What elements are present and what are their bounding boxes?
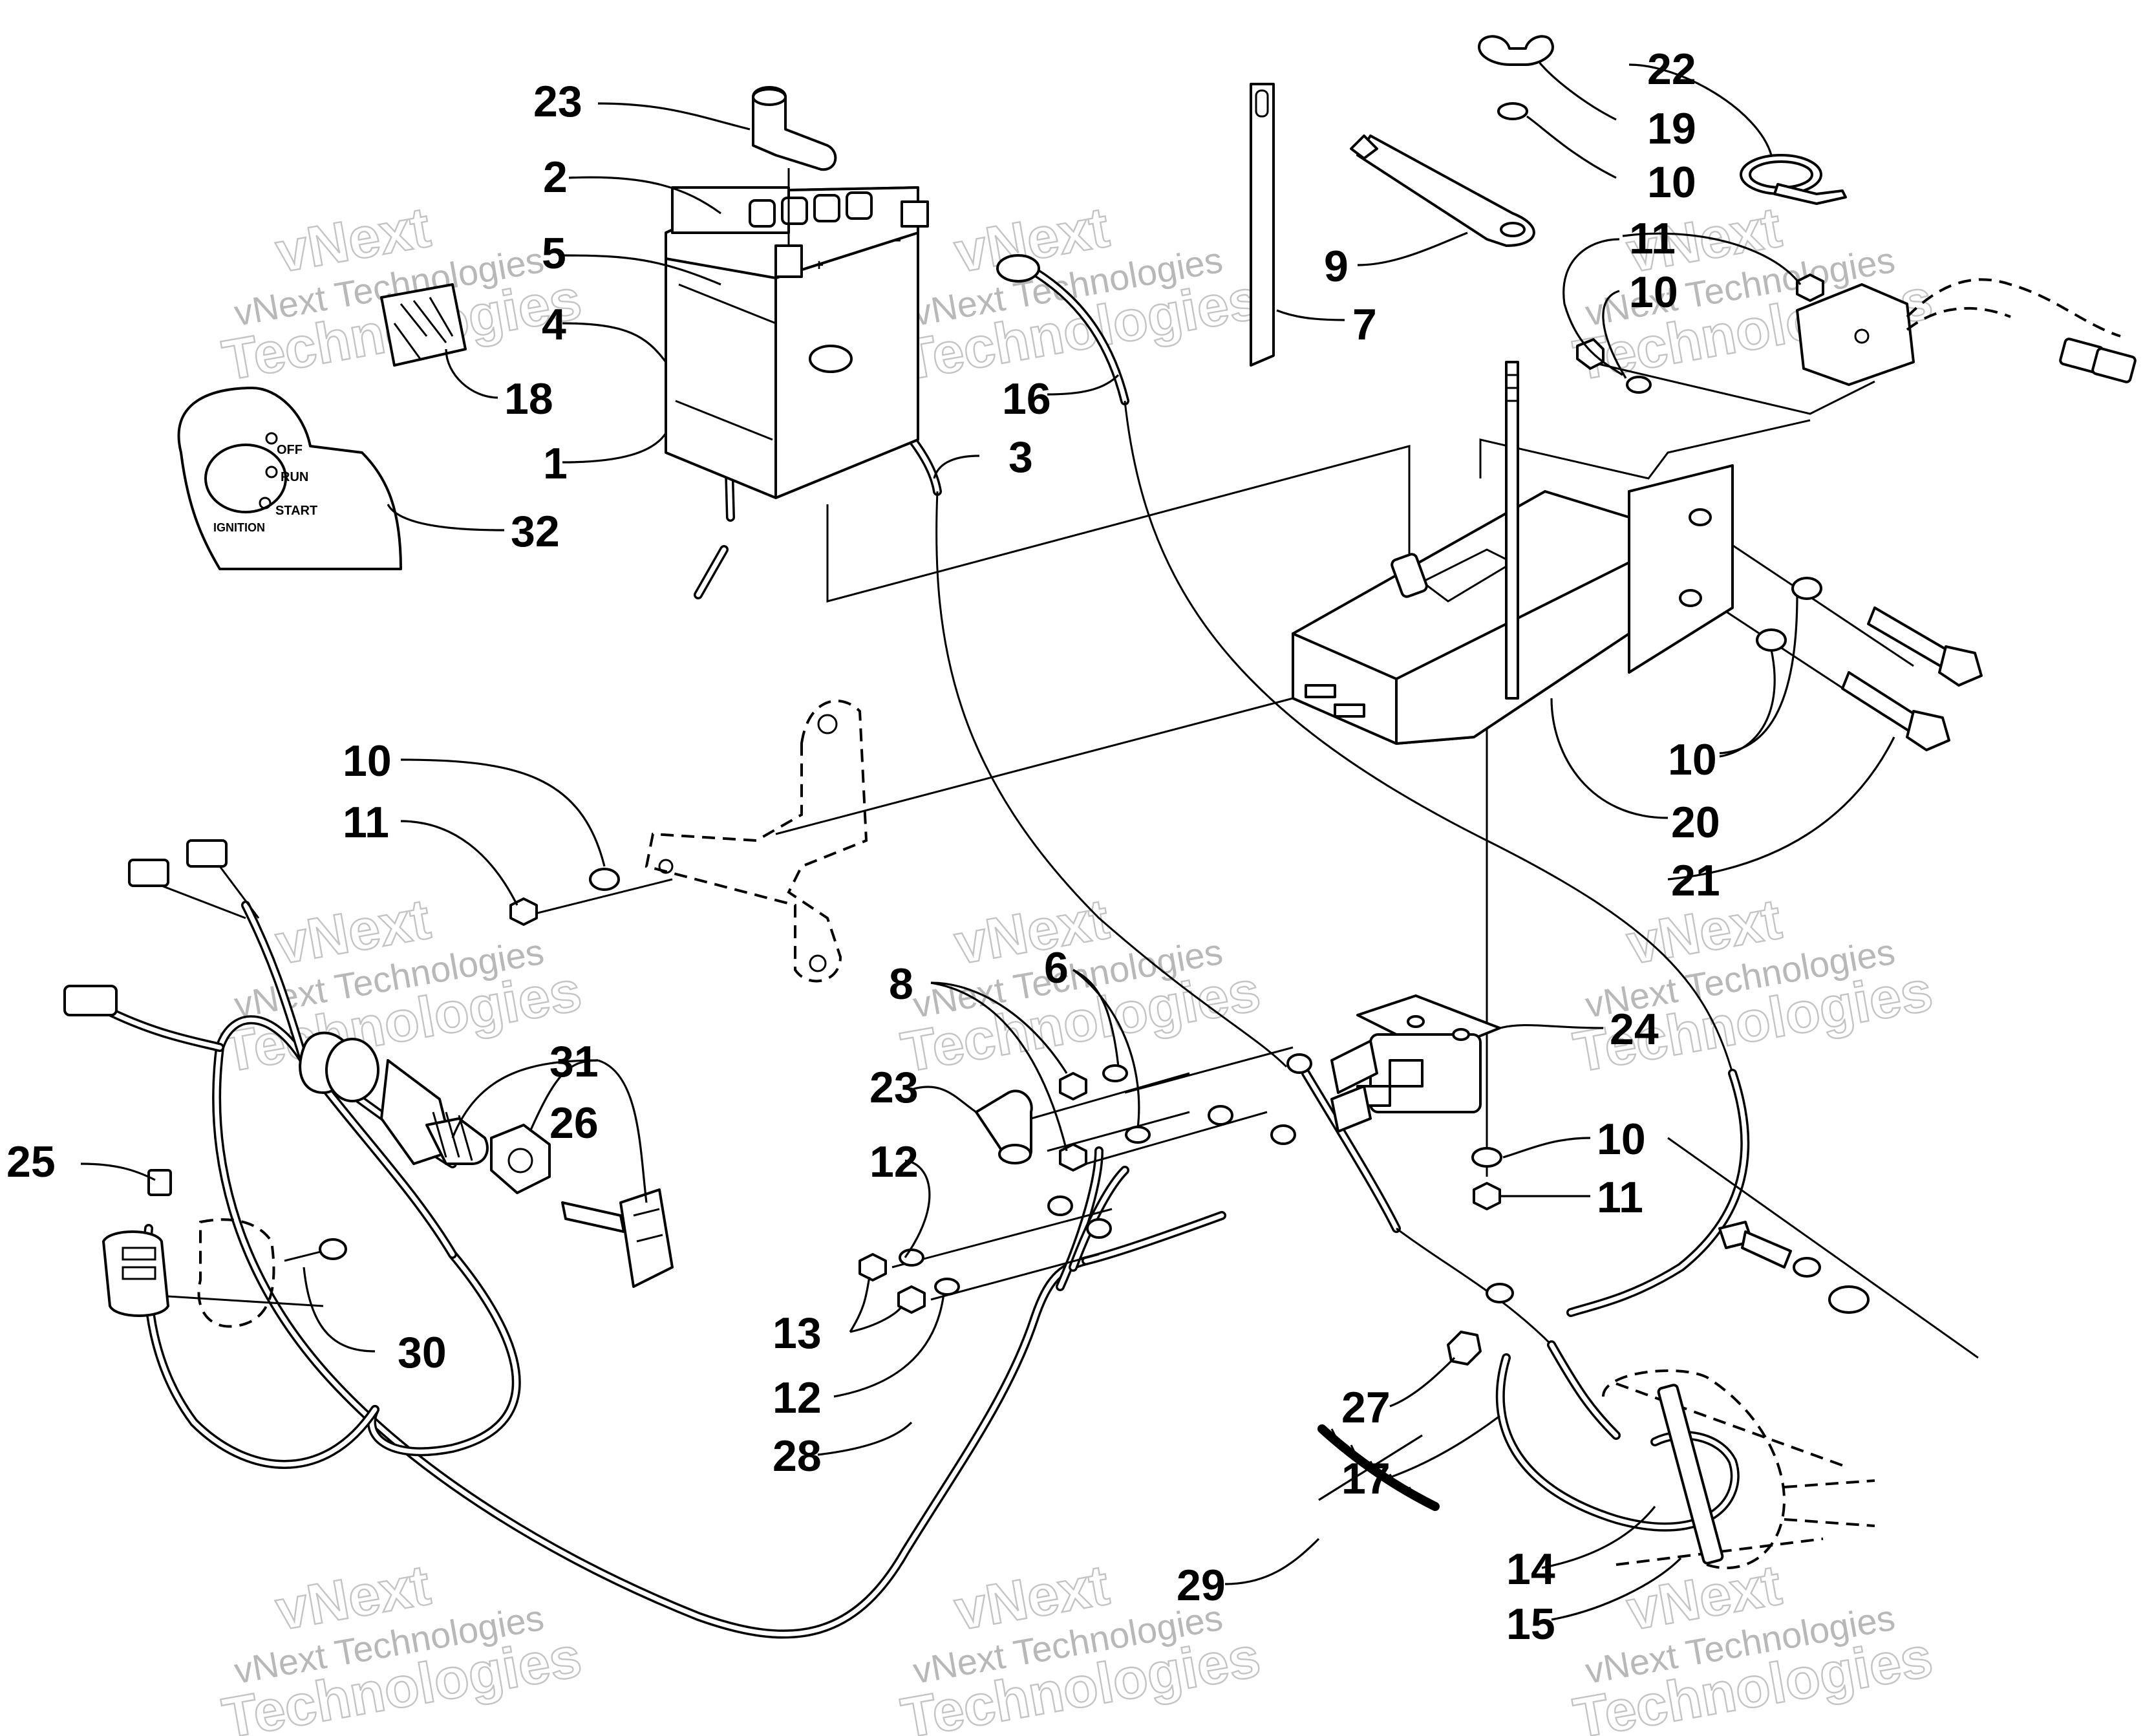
solenoid-hardware (1471, 1147, 1502, 1210)
fuse (147, 1169, 172, 1196)
battery-positive-sign: + (815, 257, 824, 274)
battery-negative-sign: − (892, 232, 901, 250)
callout-21: 21 (1671, 856, 1720, 905)
terminal-cap-lower (975, 1089, 1033, 1164)
callout-25: 25 (6, 1137, 56, 1186)
callout-22: 22 (1647, 45, 1696, 94)
watermark: vNext vNext Technologies Technologies (217, 1552, 587, 1736)
mounting-bracket (509, 700, 868, 983)
callout-11-solenoid: 11 (1597, 1173, 1643, 1222)
harness-connectors (63, 839, 352, 1094)
ground-bolt (1718, 1221, 1821, 1278)
callout-3: 3 (1008, 433, 1033, 482)
watermark: vNext vNext Technologies Technologies (896, 1552, 1266, 1736)
wire-connector (1796, 278, 2137, 386)
hold-down-bracket (1350, 134, 1535, 247)
ignition-switch (325, 1038, 489, 1165)
callout-10-mid: 10 (1629, 268, 1678, 317)
terminal-hardware (858, 1064, 1151, 1314)
callout-27: 27 (1341, 1383, 1391, 1432)
callout-11-bracket: 11 (343, 798, 389, 847)
wiring-harness (142, 1015, 1226, 1639)
callout-12-upper: 12 (869, 1137, 919, 1186)
callout-14: 14 (1506, 1545, 1555, 1594)
callout-23-terminal-cap: 23 (533, 77, 582, 126)
starter-cable (1301, 1069, 1740, 1532)
callout-13: 13 (773, 1309, 822, 1358)
callout-1-battery: 1 (543, 439, 568, 488)
callout-20: 20 (1671, 798, 1720, 847)
callout-19: 19 (1647, 104, 1696, 153)
switch-nut (490, 1124, 551, 1194)
callout-5: 5 (542, 229, 566, 278)
callout-24-solenoid: 24 (1610, 1005, 1659, 1054)
tray-bolts (1756, 577, 1983, 751)
callout-16: 16 (1002, 374, 1051, 423)
bolt (1867, 606, 1983, 687)
callout-10-tray: 10 (1668, 735, 1717, 784)
tray-hardware (1576, 273, 1824, 394)
watermark: vNext vNext Technologies Technologies (1568, 1552, 1938, 1736)
callout-29: 29 (1177, 1561, 1226, 1610)
ignition-decal: OFF RUN START IGNITION (177, 387, 402, 570)
callout-11-top: 11 (1629, 214, 1676, 263)
ignition-label-start: START (275, 504, 317, 518)
callout-23-lower: 23 (869, 1063, 919, 1112)
callout-31: 31 (549, 1037, 599, 1086)
battery-strap (1250, 83, 1275, 367)
watermark: vNext vNext Technologies Technologies (896, 194, 1266, 393)
ignition-label-ignition: IGNITION (213, 521, 265, 534)
fuse-module (102, 1218, 347, 1328)
starter-solenoid (1330, 994, 1501, 1133)
callout-8: 8 (889, 959, 913, 1009)
callout-12-lower: 12 (773, 1373, 822, 1422)
starter-motor (1602, 1369, 1875, 1569)
callout-10-bracket: 10 (343, 736, 392, 786)
callout-10-top: 10 (1647, 158, 1696, 207)
bolt (1841, 671, 1950, 751)
ignition-label-run: RUN (281, 470, 308, 484)
cable-set (99, 267, 1750, 1639)
watermark: vNext vNext Technologies Technologies (896, 886, 1266, 1085)
ignition-label-off: OFF (277, 443, 303, 457)
terminal-cap-top (752, 86, 837, 246)
callout-4: 4 (542, 300, 566, 349)
callout-9: 9 (1324, 242, 1349, 291)
callout-10-solenoid: 10 (1597, 1115, 1646, 1164)
hold-down-rod (1505, 361, 1519, 700)
callout-30: 30 (398, 1328, 447, 1377)
watermark-group: vNext vNext Technologies Technologies vN… (217, 194, 1938, 1736)
callout-2: 2 (543, 153, 568, 202)
cable-negative (1030, 267, 1750, 1317)
callout-17: 17 (1341, 1454, 1391, 1503)
switch-threads (432, 1111, 473, 1161)
callout-28-harness: 28 (773, 1431, 822, 1481)
battery-tray (1292, 464, 1734, 745)
battery: + − (665, 186, 929, 499)
callout-labels: 23 2 5 4 18 1 32 16 3 9 7 22 19 10 11 10… (6, 45, 1720, 1649)
leader-lines (80, 60, 1895, 1621)
wing-nut (1478, 35, 1554, 120)
callout-18: 18 (504, 374, 553, 423)
cable-sleeve (1317, 1424, 1440, 1511)
callout-6: 6 (1044, 943, 1069, 992)
cable-tie (1740, 154, 1847, 205)
ring-terminals (1047, 1053, 1870, 1314)
warning-decal (380, 283, 467, 367)
callout-7: 7 (1352, 300, 1377, 349)
cable-lugs-top (809, 254, 1040, 373)
callout-15: 15 (1506, 1600, 1555, 1649)
ignition-key (561, 1188, 674, 1288)
callout-32: 32 (511, 507, 560, 556)
watermark: vNext vNext Technologies Technologies (217, 886, 587, 1085)
callout-26: 26 (549, 1098, 599, 1148)
